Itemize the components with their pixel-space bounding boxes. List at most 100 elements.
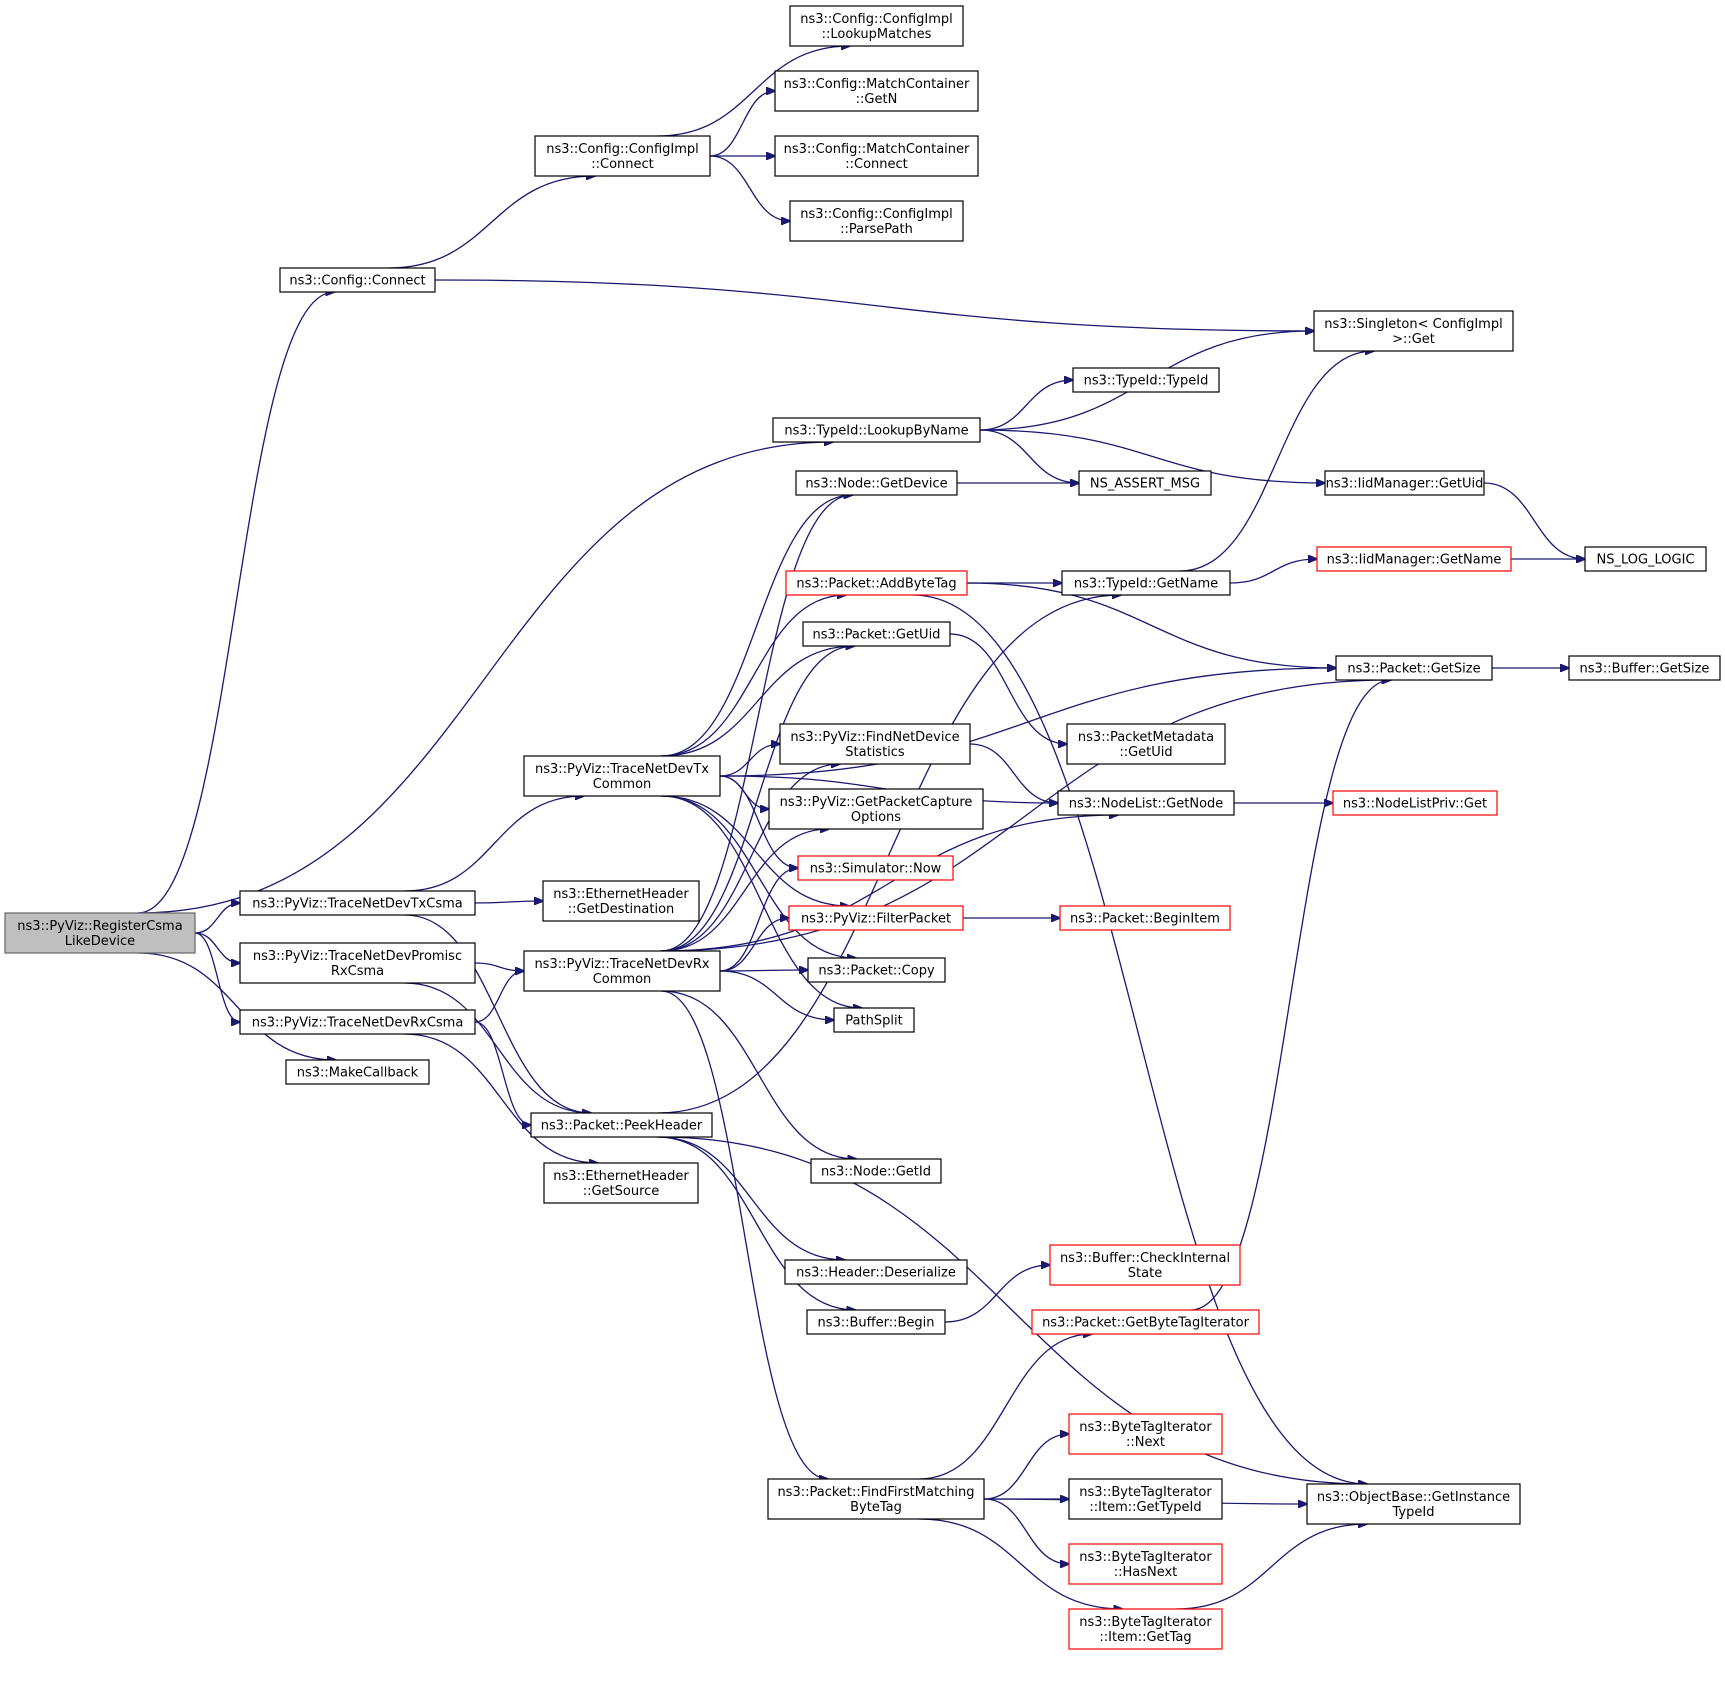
node-ns3-iidmanager-getuid[interactable]: ns3::IidManager::GetUid [1324, 470, 1485, 496]
edge-n8-to-n9 [979, 380, 1073, 431]
node-label: ns3::ByteTagIterator [1079, 1485, 1212, 1500]
node-label: ns3::Config::ConfigImpl [546, 142, 699, 157]
node-ns3-bytetagiterator-next[interactable]: ns3::ByteTagIterator::Next [1068, 1413, 1223, 1455]
node-ns3-node-getid[interactable]: ns3::Node::GetId [810, 1158, 942, 1184]
node-label: ns3::EthernetHeader [553, 887, 689, 902]
node-label: ns3::PyViz::TraceNetDevTx [535, 762, 709, 777]
node-box [1584, 546, 1707, 572]
node-label: ns3::IidManager::GetUid [1326, 477, 1484, 492]
node-box [1068, 1543, 1223, 1585]
node-ns-log-logic[interactable]: NS_LOG_LOGIC [1584, 546, 1707, 572]
node-ns3-nodelistpriv-get[interactable]: ns3::NodeListPriv::Get [1332, 790, 1498, 816]
node-box [767, 1478, 985, 1520]
node-ns3-header-deserialize[interactable]: ns3::Header::Deserialize [784, 1259, 968, 1285]
node-ns3-bytetagiterator-item-gettag[interactable]: ns3::ByteTagIterator::Item::GetTag [1068, 1608, 1223, 1650]
node-ns3-packet-beginitem[interactable]: ns3::Packet::BeginItem [1059, 905, 1231, 931]
node-label: ns3::PacketMetadata [1078, 730, 1214, 745]
node-ns3-config-matchcontainer-connect[interactable]: ns3::Config::MatchContainer::Connect [774, 135, 979, 177]
node-box [279, 267, 436, 293]
node-ns3-packet-getuid[interactable]: ns3::Packet::GetUid [802, 621, 951, 647]
edge-n2-to-n4 [709, 91, 775, 157]
node-label: ns3::Packet::GetUid [813, 628, 941, 643]
node-box [1068, 1608, 1223, 1650]
node-label: ns3::NodeListPriv::Get [1343, 797, 1487, 812]
node-ns3-ethernetheader-getdestination[interactable]: ns3::EthernetHeader::GetDestination [542, 880, 700, 922]
node-ns3-simulator-now[interactable]: ns3::Simulator::Now [797, 855, 954, 881]
node-ns-assert-msg[interactable]: NS_ASSERT_MSG [1078, 470, 1212, 496]
node-label: ::Connect [845, 157, 908, 172]
node-box [789, 200, 964, 242]
edge-n43-to-n40 [944, 1265, 1050, 1323]
node-ns3-packet-getsize[interactable]: ns3::Packet::GetSize [1335, 655, 1493, 681]
node-ns3-singleton-configimpl-get[interactable]: ns3::Singleton< ConfigImpl>::Get [1313, 310, 1514, 352]
edge-n0-to-n27 [194, 903, 240, 934]
edge-n32-to-n18 [661, 680, 1390, 952]
node-pathsplit[interactable]: PathSplit [833, 1007, 915, 1033]
node-ns3-config-connect[interactable]: ns3::Config::Connect [279, 267, 436, 293]
node-box [1066, 723, 1226, 765]
edge-n37-to-n41 [657, 1136, 845, 1260]
node-label: ns3::ByteTagIterator [1079, 1615, 1212, 1630]
node-box [239, 1009, 476, 1035]
node-label: ns3::Buffer::CheckInternal [1060, 1251, 1230, 1266]
node-ns3-pyviz-tracenetdevtxcsma[interactable]: ns3::PyViz::TraceNetDevTxCsma [239, 890, 476, 916]
node-ns3-buffer-begin[interactable]: ns3::Buffer::Begin [806, 1309, 946, 1335]
node-ns3-packet-getbytetagiterator[interactable]: ns3::Packet::GetByteTagIterator [1031, 1309, 1260, 1335]
edge-n22-to-n17 [661, 646, 854, 757]
node-ns3-packet-copy[interactable]: ns3::Packet::Copy [807, 957, 946, 983]
edge-n22-to-n29 [661, 795, 849, 906]
node-label: ns3::PyViz::RegisterCsma [17, 919, 182, 934]
node-box [543, 1162, 699, 1204]
node-ns3-bytetagiterator-item-gettypeid[interactable]: ns3::ByteTagIterator::Item::GetTypeId [1068, 1478, 1223, 1520]
edge-n45-to-n44 [983, 1434, 1069, 1500]
node-label: ns3::PyViz::TraceNetDevRxCsma [252, 1016, 464, 1031]
node-ns3-pyviz-tracenetdevrxcsma[interactable]: ns3::PyViz::TraceNetDevRxCsma [239, 1009, 476, 1035]
node-box [810, 1158, 942, 1184]
node-ns3-nodelist-getnode[interactable]: ns3::NodeList::GetNode [1057, 790, 1235, 816]
node-label: ns3::TypeId::GetName [1074, 577, 1218, 592]
node-ns3-bytetagiterator-hasnext[interactable]: ns3::ByteTagIterator::HasNext [1068, 1543, 1223, 1585]
node-label: Statistics [845, 745, 905, 760]
node-ns3-config-configimpl-connect[interactable]: ns3::Config::ConfigImpl::Connect [534, 135, 711, 177]
node-label: ns3::Buffer::GetSize [1580, 662, 1710, 677]
node-ns3-packet-addbytetag[interactable]: ns3::Packet::AddByteTag [785, 570, 968, 596]
node-ns3-config-configimpl-parsepath[interactable]: ns3::Config::ConfigImpl::ParsePath [789, 200, 964, 242]
node-label: ns3::Header::Deserialize [796, 1266, 956, 1281]
node-ns3-node-getdevice[interactable]: ns3::Node::GetDevice [795, 470, 958, 496]
edge-n22-to-n18 [719, 668, 1336, 777]
edge-n20-to-n24 [969, 743, 1058, 803]
node-ns3-typeid-lookupbyname[interactable]: ns3::TypeId::LookupByName [772, 417, 981, 443]
node-ns3-config-configimpl-lookupmatches[interactable]: ns3::Config::ConfigImpl::LookupMatches [789, 5, 964, 47]
node-ns3-pyviz-filterpacket[interactable]: ns3::PyViz::FilterPacket [788, 905, 964, 931]
node-label: ns3::TypeId::LookupByName [784, 424, 968, 439]
node-ns3-typeid-typeid[interactable]: ns3::TypeId::TypeId [1072, 367, 1220, 393]
node-ns3-config-matchcontainer-getn[interactable]: ns3::Config::MatchContainer::GetN [774, 70, 979, 112]
edge-n22-to-n20 [719, 744, 780, 777]
node-ns3-buffer-getsize[interactable]: ns3::Buffer::GetSize [1568, 655, 1721, 681]
node-ns3-typeid-getname[interactable]: ns3::TypeId::GetName [1061, 570, 1231, 596]
node-ns3-packet-peekheader[interactable]: ns3::Packet::PeekHeader [530, 1112, 713, 1138]
node-ns3-packetmetadata-getuid[interactable]: ns3::PacketMetadata::GetUid [1066, 723, 1226, 765]
edge-n17-to-n21 [949, 633, 1067, 744]
node-ns3-makecallback[interactable]: ns3::MakeCallback [285, 1059, 430, 1085]
edge-n15-to-n16 [1229, 559, 1317, 584]
node-box [534, 135, 711, 177]
node-box [239, 890, 476, 916]
edge-n31-to-n32 [474, 962, 524, 971]
node-box [774, 135, 979, 177]
edge-n8-to-n11 [979, 429, 1325, 483]
node-label: ns3::PyViz::GetPacketCapture [780, 795, 973, 810]
node-ns3-ethernetheader-getsource[interactable]: ns3::EthernetHeader::GetSource [543, 1162, 699, 1204]
node-box [1306, 1483, 1521, 1525]
node-ns3-iidmanager-getname[interactable]: ns3::IidManager::GetName [1316, 546, 1512, 572]
